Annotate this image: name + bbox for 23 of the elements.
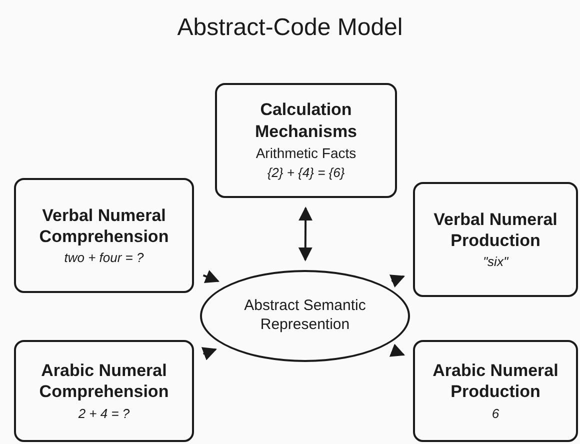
node-text: Arithmetic Facts [256,144,356,162]
process-box [14,178,194,293]
node-heading: Verbal Numeral Production [432,208,558,252]
node-text: two + four = ? [64,250,144,266]
node-heading: Arabic Numeral Comprehension [38,360,170,403]
process-box [215,83,397,198]
process-box [14,340,194,442]
node-heading: Arabic Numeral Production [432,360,560,403]
node-text: 2 + 4 = ? [78,406,130,422]
arrow [202,270,220,284]
node-text: Abstract Semantic Represention [243,297,367,335]
arrow [389,344,405,357]
arrow [389,274,406,288]
process-box [413,340,578,442]
arrow [201,347,217,360]
node-text: {2} + {4} = {6} [267,165,345,182]
node-heading: Calculation Mechanisms [254,99,358,142]
process-box [413,182,578,297]
node-text: "six" [482,254,508,270]
arrow [298,206,313,262]
node-heading: Verbal Numeral Comprehension [38,204,170,248]
node-text: 6 [492,406,500,422]
diagram-title: Abstract-Code Model [177,14,403,42]
